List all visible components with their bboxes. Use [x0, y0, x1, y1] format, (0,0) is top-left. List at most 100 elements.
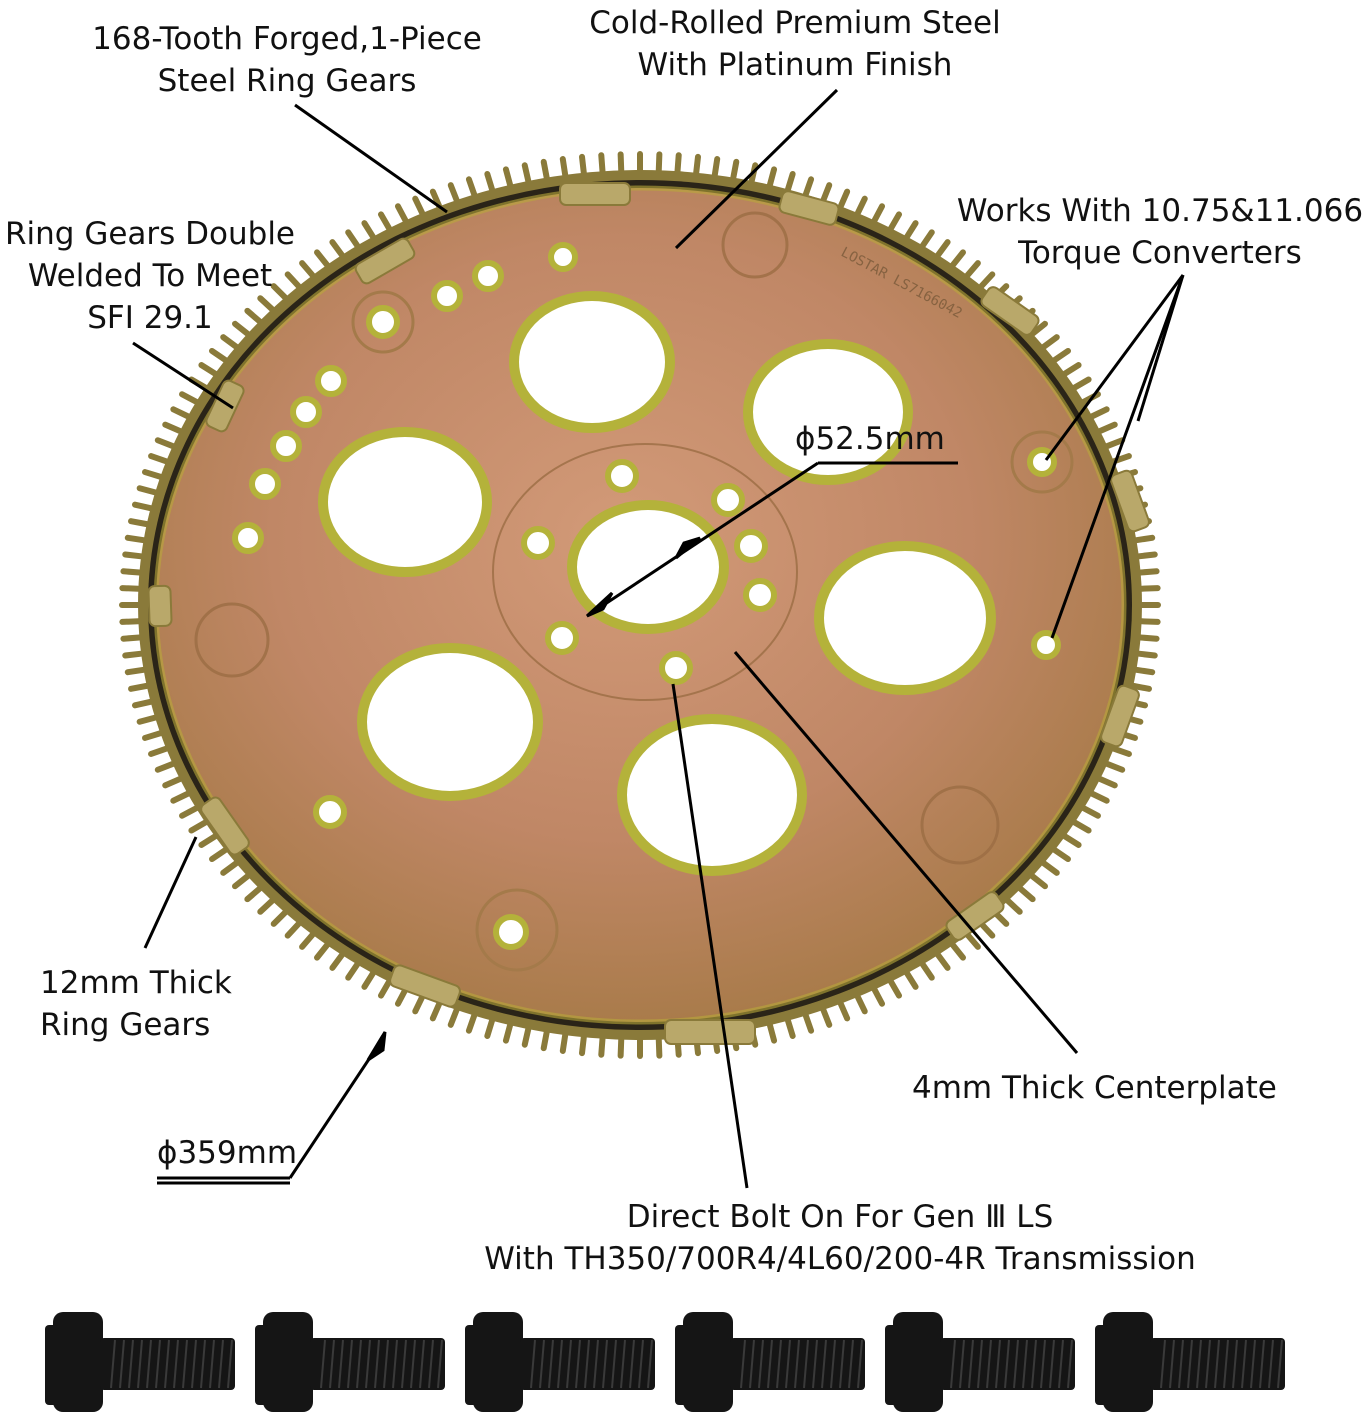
gear-tooth — [136, 485, 159, 496]
gear-tooth — [142, 469, 164, 480]
gear-tooth — [244, 307, 263, 325]
gear-tooth — [904, 970, 919, 990]
gear-tooth — [1017, 885, 1036, 903]
gear-tooth — [179, 391, 200, 405]
gear-tooth — [579, 1034, 587, 1057]
gear-tooth — [142, 730, 164, 741]
gear-tooth — [119, 618, 142, 625]
large-holes — [318, 291, 996, 876]
gear-tooth — [361, 220, 376, 240]
gear-tooth — [1062, 362, 1082, 377]
outer-diameter-label: ϕ359mm — [157, 1135, 298, 1171]
gear-tooth — [122, 650, 145, 659]
gear-tooth — [978, 920, 996, 939]
gear-tooth — [465, 176, 478, 198]
gear-tooth — [465, 1012, 478, 1034]
gear-tooth — [179, 805, 200, 819]
gear-tooth — [1040, 860, 1060, 876]
gear-tooth — [1089, 406, 1110, 420]
gear-tooth — [1029, 320, 1048, 337]
gear-tooth — [124, 534, 147, 544]
gear-tooth — [784, 1017, 796, 1039]
bolts — [45, 1312, 1285, 1412]
gear-tooth — [766, 166, 778, 188]
gear-tooth — [1133, 666, 1156, 676]
gear-tooth — [617, 151, 625, 174]
gear-tooth — [919, 229, 935, 249]
gear-tooth — [257, 897, 276, 915]
gear-tooth — [904, 220, 919, 240]
gear-tooth — [598, 1035, 606, 1058]
gear-tooth — [1130, 682, 1152, 692]
gear-tooth — [378, 211, 392, 232]
gear-tooth — [655, 151, 663, 174]
gear-tooth — [888, 211, 902, 232]
gear-tooth — [447, 1006, 460, 1028]
gear-tooth — [919, 961, 935, 981]
bolt — [885, 1312, 1075, 1412]
gear-tooth — [820, 1006, 833, 1028]
gear-tooth — [198, 833, 218, 848]
gear-tooth — [154, 437, 176, 450]
gear-tooth — [1104, 437, 1126, 450]
gear-tooth — [540, 1029, 550, 1052]
gear-tooth — [209, 347, 229, 363]
gear-tooth — [299, 260, 316, 279]
gear-tooth — [935, 239, 951, 258]
gear-tooth — [521, 162, 532, 184]
gear-tooth — [232, 320, 251, 337]
gear-tooth — [579, 153, 587, 176]
gear-tooth — [378, 978, 392, 999]
gear-tooth — [447, 182, 460, 204]
gear-tooth — [394, 203, 409, 224]
gear-tooth — [784, 171, 796, 193]
gear-tooth — [1004, 897, 1023, 915]
gear-tooth — [1029, 873, 1048, 890]
gear-tooth — [871, 986, 886, 1007]
gear-tooth — [412, 993, 426, 1015]
bolt — [675, 1312, 865, 1412]
gear-tooth — [693, 153, 701, 176]
gear-tooth — [120, 568, 143, 576]
gear-tooth — [412, 195, 426, 217]
gear-tooth — [1138, 585, 1161, 592]
gear-tooth — [802, 1012, 815, 1034]
gear-tooth — [837, 1000, 851, 1022]
gear-tooth — [871, 203, 886, 224]
center-diameter-label: ϕ52.5mm — [795, 421, 945, 457]
gear-tooth — [361, 970, 376, 990]
bolt-holes — [232, 242, 1061, 950]
center-diameter-arrow — [366, 461, 819, 1062]
gear-tooth — [120, 634, 143, 642]
dimples — [194, 211, 1000, 865]
gear-tooth — [1089, 790, 1110, 804]
gear-tooth — [1110, 745, 1132, 757]
gear-tooth — [598, 152, 606, 175]
gear-tooth — [935, 952, 951, 971]
gear-tooth — [540, 158, 550, 181]
gear-tooth — [802, 176, 815, 198]
gear-tooth — [119, 585, 142, 592]
gear-tooth — [154, 760, 176, 773]
gear-tooth — [128, 518, 150, 528]
gear-tooth — [244, 885, 263, 903]
gear-tooth — [1051, 347, 1071, 363]
gear-tooth — [1138, 618, 1161, 625]
gear-tooth — [232, 873, 251, 890]
gear-tooth — [1051, 847, 1071, 863]
gear-tooth — [854, 195, 868, 217]
gear-tooth — [284, 271, 302, 290]
gear-tooth — [964, 260, 981, 279]
weld-marks — [147, 182, 1150, 1045]
gear-tooth — [1097, 775, 1118, 789]
centerplate-label: 4mm Thick Centerplate — [912, 1070, 1277, 1106]
gear-tooth — [345, 961, 361, 981]
gear-tooth — [854, 993, 868, 1015]
gear-tooth — [521, 1026, 532, 1048]
gear-tooth — [1097, 421, 1118, 435]
